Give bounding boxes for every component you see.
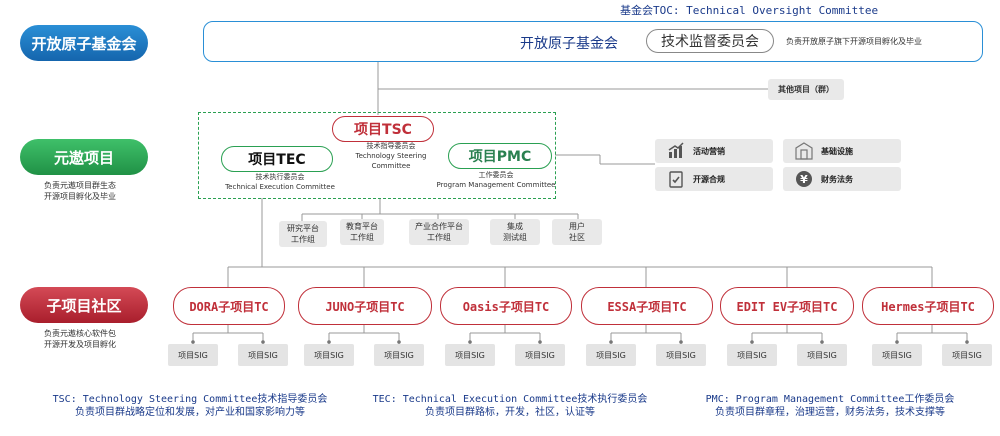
foundation-desc: 负责开放原子旗下开源项目孵化及毕业 xyxy=(786,37,922,46)
level-project: 元遨项目 xyxy=(20,139,148,175)
service-marketing: 活动营销 xyxy=(655,139,773,163)
chart-icon xyxy=(668,142,684,158)
tec-pill: 项目TEC xyxy=(221,146,333,172)
project-desc: 负责元遨项目群生态开源项目孵化及毕业 xyxy=(44,181,116,201)
subtc-essa: ESSA子项目TC xyxy=(581,287,713,325)
legend-pmc: PMC: Program Management Committee工作委员会负责… xyxy=(705,394,955,418)
sig-box: 项目SIG xyxy=(374,344,424,366)
service-infrastructure: 基础设施 xyxy=(783,139,901,163)
building-icon xyxy=(795,142,813,160)
service-finance-legal: ¥ 财务法务 xyxy=(783,167,901,191)
foundation-name: 开放原子基金会 xyxy=(520,36,618,52)
wg-research: 研究平台工作组 xyxy=(279,221,327,247)
wg-user-community: 用户社区 xyxy=(552,219,602,245)
wg-industry: 产业合作平台工作组 xyxy=(409,219,469,245)
svg-text:¥: ¥ xyxy=(800,173,808,186)
toc-pill: 技术监督委员会 xyxy=(646,29,774,53)
legend-tsc: TSC: Technology Steering Committee技术指导委员… xyxy=(52,394,328,418)
legend-tec: TEC: Technical Execution Committee技术执行委员… xyxy=(372,394,648,418)
subtc-oasis: Oasis子项目TC xyxy=(440,287,572,325)
sig-box: 项目SIG xyxy=(168,344,218,366)
level-foundation: 开放原子基金会 xyxy=(20,25,148,61)
service-compliance: 开源合规 xyxy=(655,167,773,191)
level-community: 子项目社区 xyxy=(20,287,148,323)
sig-box: 项目SIG xyxy=(515,344,565,366)
pmc-pill: 项目PMC xyxy=(448,143,552,169)
sig-box: 项目SIG xyxy=(872,344,922,366)
subtc-edit-ev: EDIT EV子项目TC xyxy=(720,287,854,325)
foundation-box xyxy=(203,21,983,62)
sig-box: 项目SIG xyxy=(238,344,288,366)
sig-box: 项目SIG xyxy=(727,344,777,366)
sig-box: 项目SIG xyxy=(656,344,706,366)
wg-integration-test: 集成测试组 xyxy=(490,219,540,245)
governance-cluster xyxy=(198,112,556,199)
sig-box: 项目SIG xyxy=(586,344,636,366)
clipboard-check-icon xyxy=(669,171,683,188)
subtc-juno: JUNO子项目TC xyxy=(298,287,432,325)
tsc-pill: 项目TSC xyxy=(332,116,434,142)
yen-icon: ¥ xyxy=(796,171,812,187)
wg-education: 教育平台工作组 xyxy=(340,219,384,245)
toc-note: 基金会TOC: Technical Oversight Committee xyxy=(620,4,879,17)
sig-box: 项目SIG xyxy=(304,344,354,366)
sig-box: 项目SIG xyxy=(445,344,495,366)
other-projects: 其他项目（群） xyxy=(768,79,844,100)
subtc-hermes: Hermes子项目TC xyxy=(862,287,994,325)
community-desc: 负责元遨核心软件包开源开发及项目孵化 xyxy=(44,329,116,349)
sig-box: 项目SIG xyxy=(942,344,992,366)
sig-box: 项目SIG xyxy=(797,344,847,366)
subtc-dora: DORA子项目TC xyxy=(173,287,285,325)
